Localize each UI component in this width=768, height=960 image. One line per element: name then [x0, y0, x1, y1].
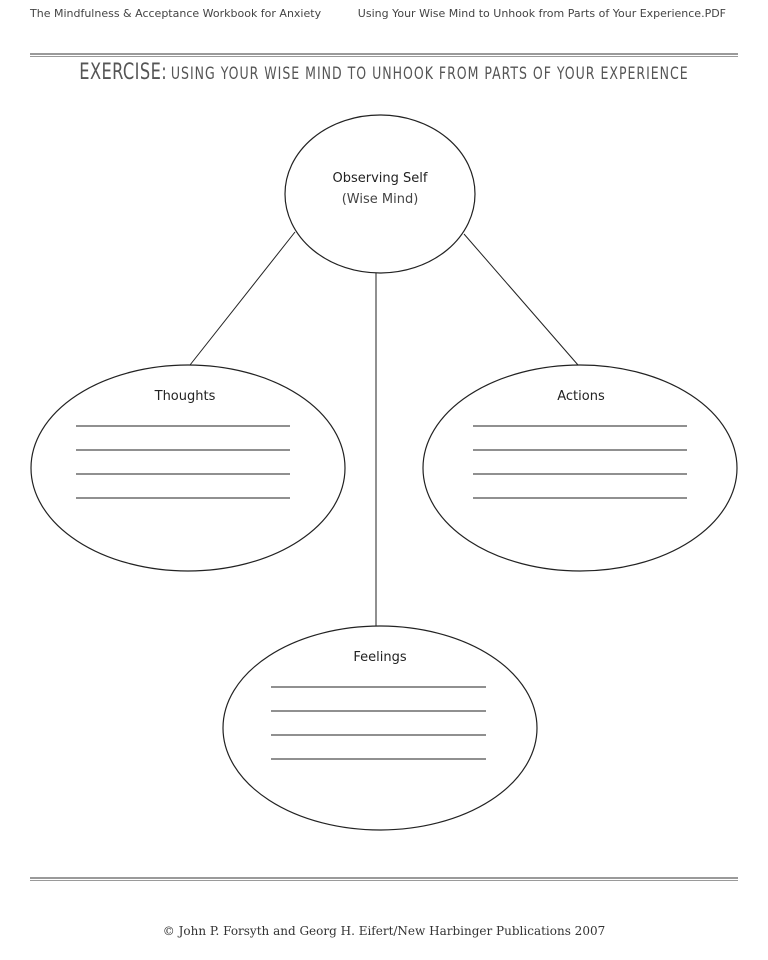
connector-thoughts: [189, 231, 296, 366]
observing-self-ellipse: [284, 114, 476, 274]
feelings-ellipse: [222, 625, 538, 831]
connector-actions: [463, 233, 579, 366]
exercise-title-lead: EXERCISE:: [79, 60, 168, 85]
thoughts-label: Thoughts: [154, 389, 216, 404]
observing-self-node: Observing Self (Wise Mind): [284, 114, 476, 274]
thoughts-ellipse: [30, 364, 346, 572]
feelings-label: Feelings: [353, 650, 406, 665]
exercise-title-text: USING YOUR WISE MIND TO UNHOOK FROM PART…: [170, 64, 689, 84]
actions-label: Actions: [557, 389, 605, 404]
feelings-node: Feelings: [222, 625, 538, 831]
exercise-title: EXERCISE: USING YOUR WISE MIND TO UNHOOK…: [69, 60, 699, 85]
copyright-footer: © John P. Forsyth and Georg H. Eifert/Ne…: [162, 924, 606, 938]
observing-self-sublabel: (Wise Mind): [342, 192, 419, 207]
running-head-document-title: Using Your Wise Mind to Unhook from Part…: [357, 7, 726, 20]
running-head-book-title: The Mindfulness & Acceptance Workbook fo…: [30, 7, 322, 20]
actions-ellipse: [422, 364, 738, 572]
bottom-divider: [30, 877, 738, 881]
top-divider: [30, 53, 738, 57]
thoughts-node: Thoughts: [30, 364, 346, 572]
actions-node: Actions: [422, 364, 738, 572]
observing-self-label: Observing Self: [333, 171, 428, 186]
